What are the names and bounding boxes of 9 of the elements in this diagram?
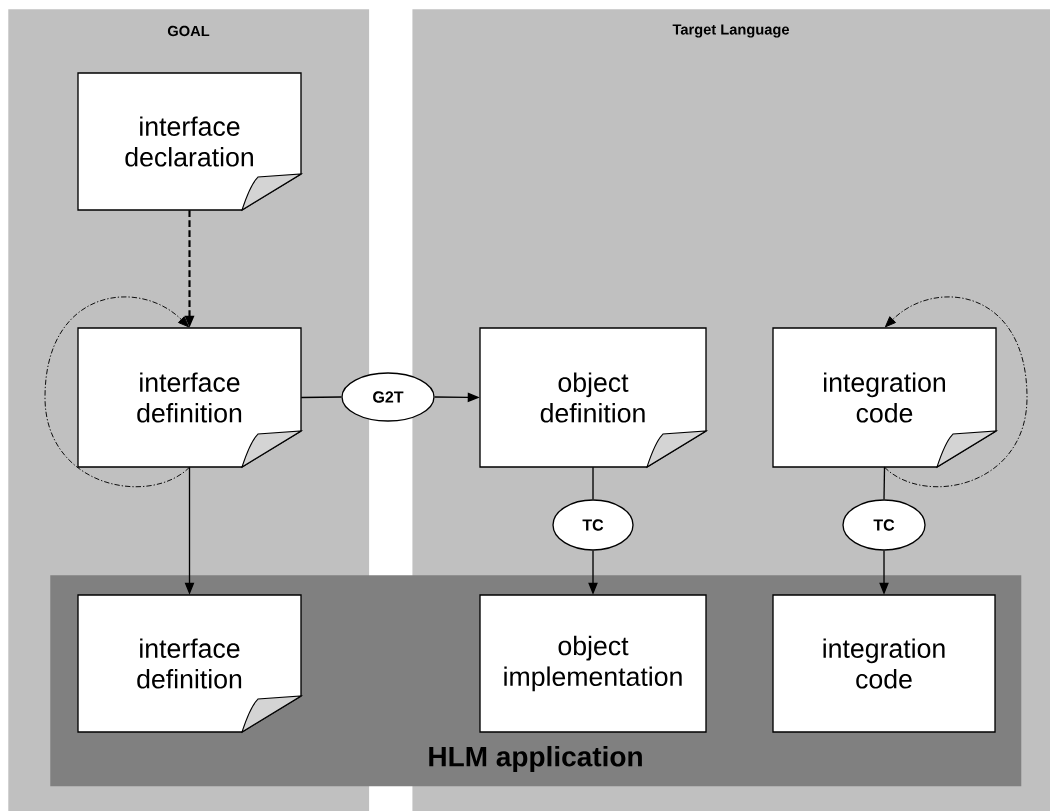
process-box: integration code bbox=[772, 594, 996, 733]
document-box: interface declaration bbox=[77, 72, 302, 211]
document-box: interface definition bbox=[77, 327, 302, 468]
arrow bbox=[884, 296, 1028, 488]
process-box: object implementation bbox=[479, 594, 707, 733]
arrow bbox=[44, 296, 190, 488]
document-box: interface definition bbox=[77, 594, 302, 733]
document-box: object definition bbox=[479, 327, 707, 468]
document-box: integration code bbox=[772, 327, 997, 468]
